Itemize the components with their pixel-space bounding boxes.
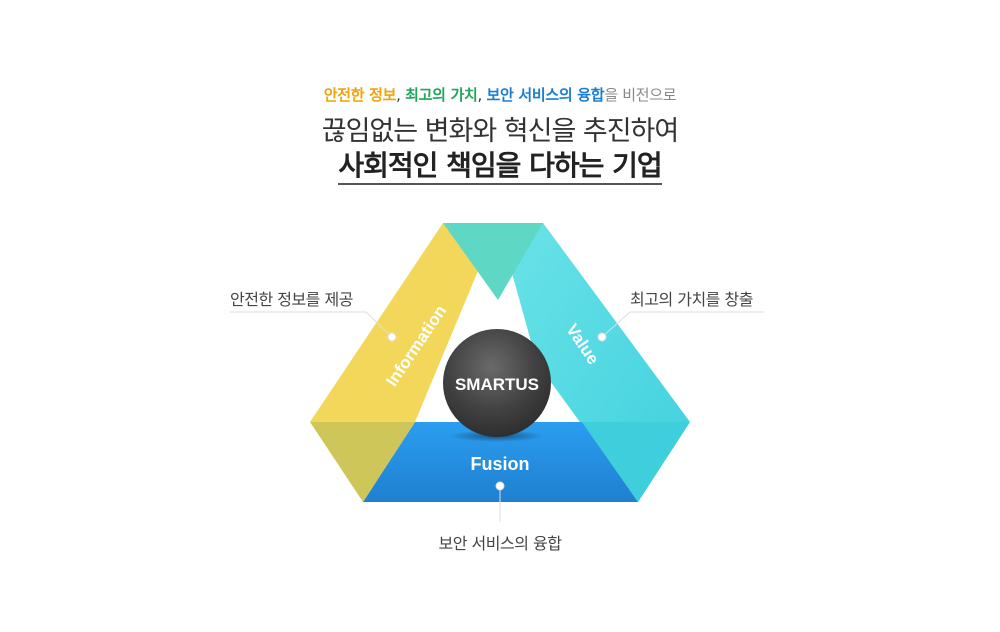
bottom-callout-text: 보안 서비스의 융합	[438, 534, 562, 553]
information-band	[310, 223, 498, 422]
vision-sep-1: ,	[396, 86, 406, 104]
bottom-callout-dot	[495, 481, 505, 491]
right-callout-leader	[601, 311, 631, 338]
headline-line-2-text: 사회적인 책임을 다하는 기업	[338, 149, 663, 185]
vision-statement: 안전한 정보, 최고의 가치, 보안 서비스의 융합을 비전으로	[0, 84, 1000, 105]
bottom-right-overlap	[582, 422, 690, 502]
left-callout-text: 안전한 정보를 제공	[230, 290, 353, 309]
headline-line-1: 끊임없는 변화와 혁신을 추진하여	[321, 116, 680, 147]
vision-part-security-fusion: 보안 서비스의 융합	[486, 86, 605, 104]
top-overlap	[443, 223, 543, 300]
fusion-band	[363, 422, 638, 502]
left-callout-dot	[387, 332, 397, 342]
vision-sep-2: ,	[477, 86, 487, 104]
vision-part-safe-info: 안전한 정보	[323, 86, 397, 104]
fusion-label: Fusion	[471, 454, 530, 474]
vision-part-best-value: 최고의 가치	[405, 86, 478, 104]
vision-rest: 을 비전으로	[604, 86, 677, 104]
smartus-sphere	[443, 329, 551, 437]
headline-line-2: 사회적인 책임을 다하는 기업	[0, 148, 1000, 185]
right-callout-text: 최고의 가치를 창출	[630, 290, 753, 309]
left-callout-leader	[365, 311, 393, 338]
right-callout-dot	[597, 332, 607, 342]
smartus-label: SMARTUS	[455, 375, 539, 394]
bottom-left-overlap	[310, 422, 415, 502]
